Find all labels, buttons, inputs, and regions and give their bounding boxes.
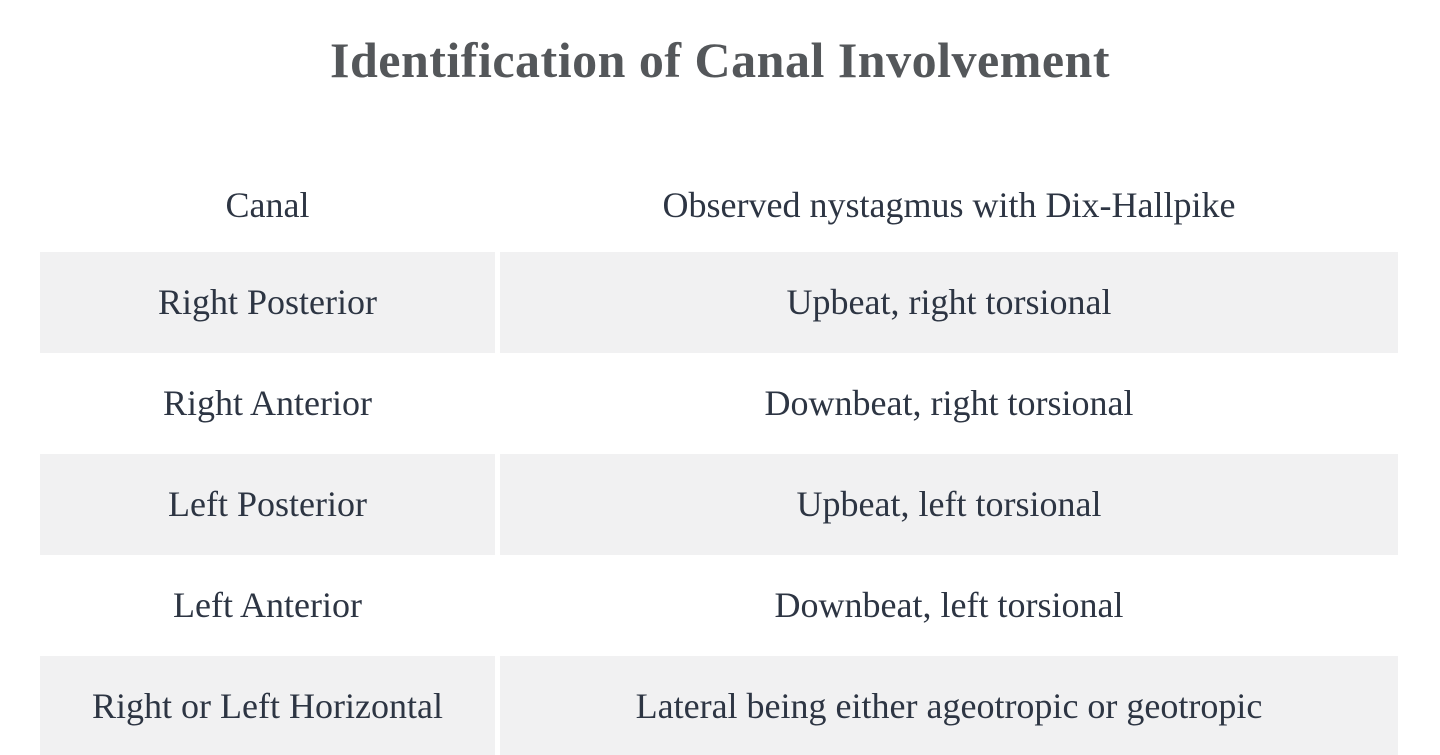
cell-nystagmus: Lateral being either ageotropic or geotr… — [500, 656, 1398, 755]
cell-canal: Right Anterior — [163, 382, 372, 423]
cell-canal: Left Anterior — [173, 584, 362, 625]
table-row: Left Posterior Upbeat, left torsional — [40, 454, 1398, 555]
cell-nystagmus: Downbeat, right torsional — [764, 382, 1134, 423]
column-header-canal: Canal — [225, 185, 310, 226]
table-row: Left Anterior Downbeat, left torsional — [40, 555, 1398, 656]
cell-canal: Right Posterior — [40, 252, 495, 353]
table-row: Right Anterior Downbeat, right torsional — [40, 353, 1398, 454]
table-row: Right or Left Horizontal Lateral being e… — [40, 656, 1398, 755]
column-header-nystagmus: Observed nystagmus with Dix-Hallpike — [662, 185, 1236, 226]
cell-canal: Right or Left Horizontal — [40, 656, 495, 755]
cell-nystagmus: Upbeat, right torsional — [500, 252, 1398, 353]
table-header-row: Canal Observed nystagmus with Dix-Hallpi… — [40, 160, 1398, 252]
canal-involvement-table: Canal Observed nystagmus with Dix-Hallpi… — [40, 160, 1398, 755]
cell-nystagmus: Upbeat, left torsional — [500, 454, 1398, 555]
slide-page: Identification of Canal Involvement Cana… — [0, 30, 1440, 755]
cell-nystagmus: Downbeat, left torsional — [774, 584, 1124, 625]
table-row: Right Posterior Upbeat, right torsional — [40, 252, 1398, 353]
page-title: Identification of Canal Involvement — [330, 32, 1110, 88]
cell-canal: Left Posterior — [40, 454, 495, 555]
